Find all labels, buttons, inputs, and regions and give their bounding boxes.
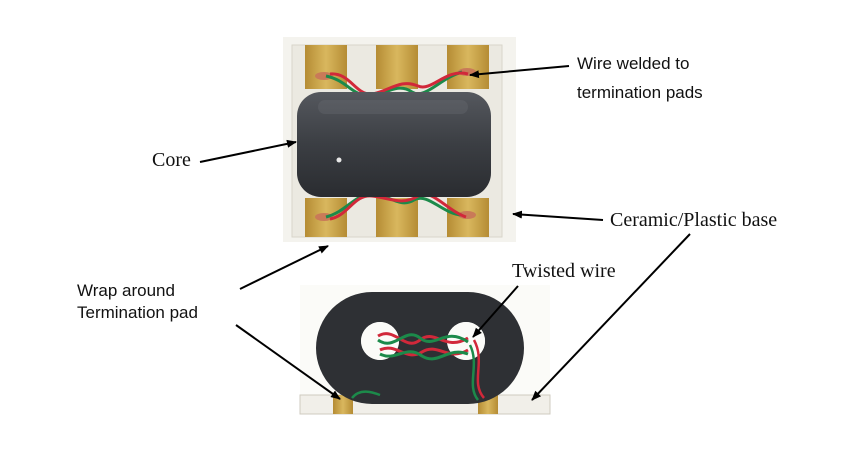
pad-top-mid [376,45,418,89]
top-view-photo [283,37,516,242]
wire-top-green [325,70,463,98]
wire-bottom-red [329,192,467,221]
arrow-wrap-bottom [235,324,341,400]
ferrite-core-top [297,92,491,197]
arrow-ceramic-bottom [531,233,691,401]
arrow-wrap-top [239,245,329,290]
ferrite-core-side [316,292,524,404]
pad-top-right [447,45,489,89]
pad-bottom-mid [376,198,418,237]
label-wire-welded-line1: Wire welded to [577,54,690,73]
arrow-wire-welded [469,65,570,79]
arrow-ceramic-top [512,210,604,221]
twisted-wire-green-2 [379,350,469,361]
label-core: Core [152,149,191,171]
core-highlight [318,100,468,114]
twisted-wire-red-1 [377,332,469,345]
annotation-arrows [199,65,691,401]
arrow-core [199,139,297,163]
wrap-wire-right-red [472,339,486,399]
label-wire-welded-line2: termination pads [577,83,703,102]
side-view-photo [299,285,551,415]
side-pad-left [333,395,353,414]
label-ceramic-base: Ceramic/Plastic base [610,209,778,231]
label-twisted-wire: Twisted wire [512,260,616,282]
wrap-wire-left [351,390,381,399]
core-speck [336,157,342,163]
label-wrap-line1: Wrap around [77,281,175,300]
wire-top-red [329,71,469,96]
wrap-wire-right-green [468,344,480,401]
arrow-twisted-wire [472,285,519,338]
label-wrap-line2: Termination pad [77,303,198,322]
twisted-wire-green-1 [377,333,469,345]
